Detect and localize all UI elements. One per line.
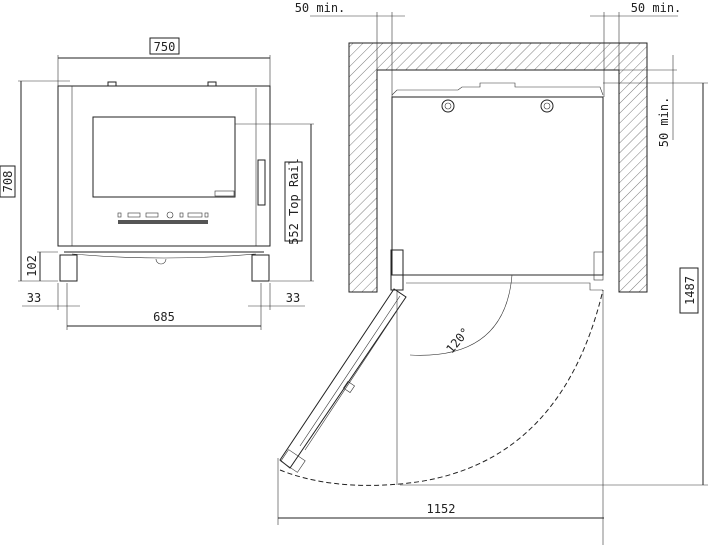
clearance-back-label: 50 min. — [657, 97, 671, 148]
height-dimension: 708 — [1, 171, 15, 193]
left-leg — [59, 254, 78, 282]
width-dimension: 750 — [154, 40, 176, 54]
leg-span-dimension: 685 — [153, 310, 175, 324]
door-hinge — [390, 249, 404, 291]
door-angle-label: 120° — [443, 325, 472, 356]
wall-niche — [348, 42, 648, 293]
leg-height-dimension: 102 — [25, 255, 39, 277]
total-width-dimension: 1152 — [427, 502, 456, 516]
clearance-right-label: 50 min. — [631, 1, 682, 15]
right-leg — [251, 254, 270, 282]
door-handle — [257, 159, 266, 206]
top-rail-dimension: 552 Top Rail — [287, 158, 301, 245]
door-swing-arc — [279, 289, 604, 486]
right-offset-dimension: 33 — [286, 291, 300, 305]
control-panel — [117, 211, 209, 224]
oven-plan-body — [391, 96, 604, 276]
clearance-left-label: 50 min. — [295, 1, 346, 15]
open-door — [279, 288, 407, 473]
angle-arc — [409, 274, 513, 356]
total-depth-dimension: 1487 — [683, 276, 697, 305]
left-offset-dimension: 33 — [27, 291, 41, 305]
oven-window — [92, 116, 236, 198]
front-view: 750 708 102 552 Top Rail 33 33 685 — [0, 37, 314, 330]
plan-view: 120° 50 min. 50 min. 50 min. 1487 1152 — [277, 1, 708, 545]
